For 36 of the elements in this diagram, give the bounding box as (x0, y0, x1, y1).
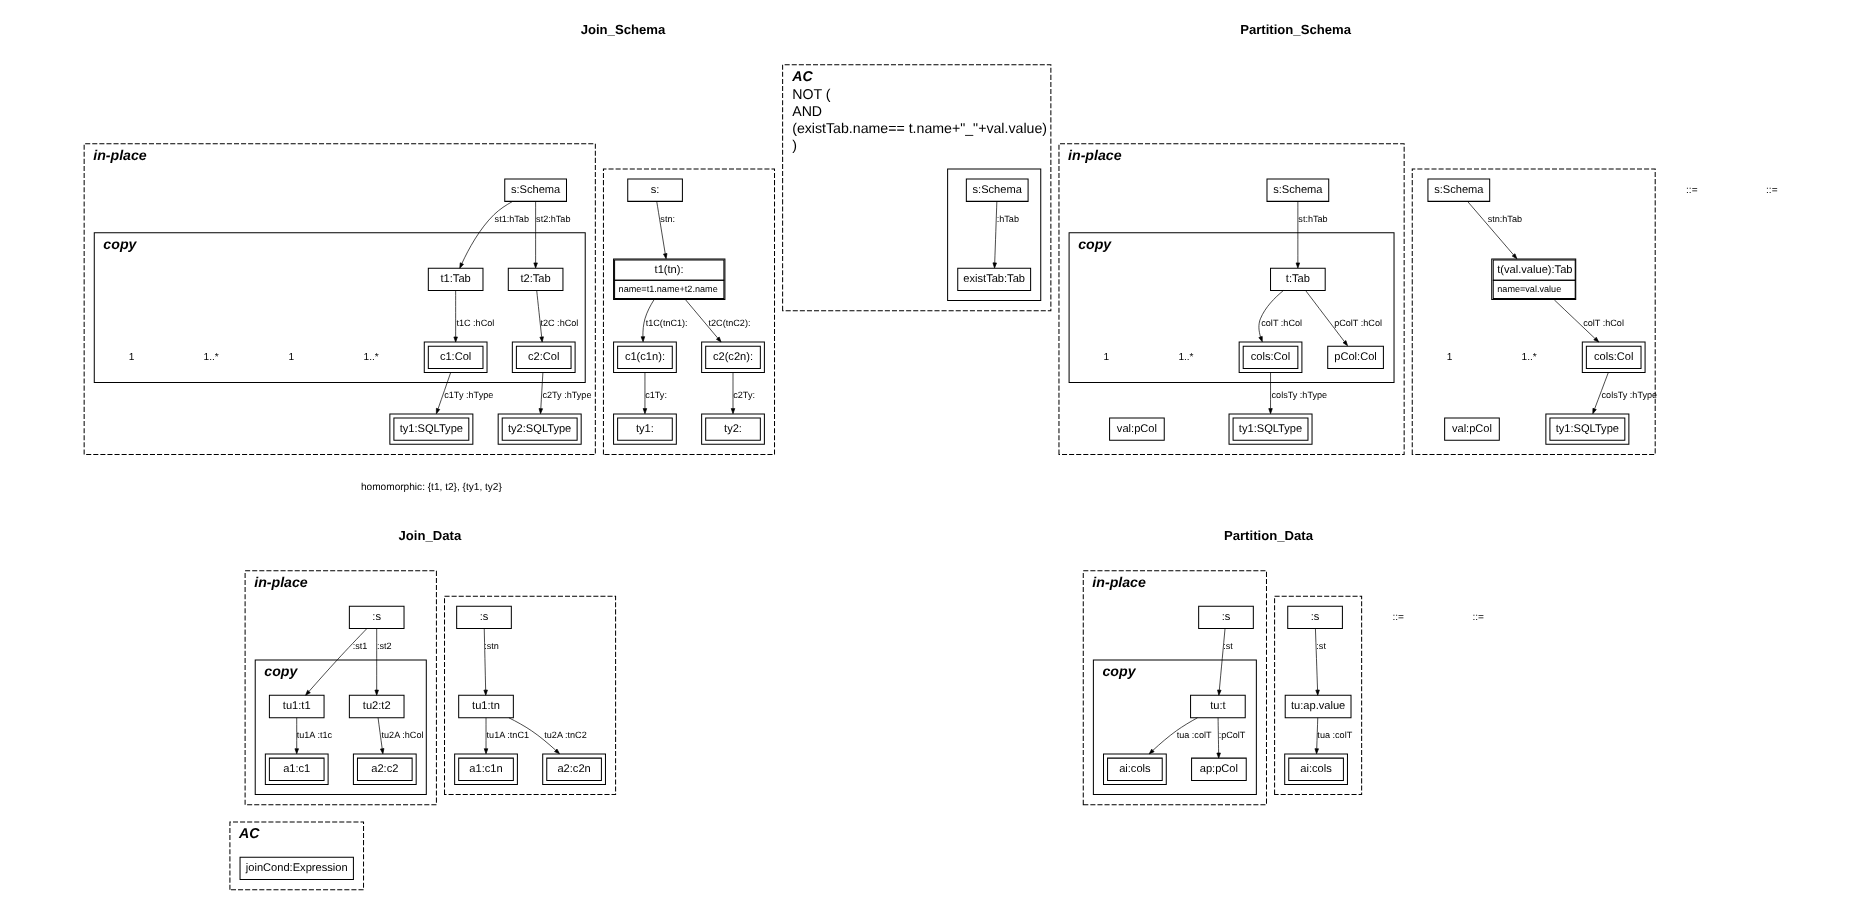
cluster (947, 168, 1042, 302)
arrow (1216, 717, 1221, 759)
arrow (374, 628, 379, 696)
arrow (459, 201, 513, 269)
arrow (1217, 628, 1226, 696)
arrow (1295, 201, 1300, 269)
arrow (992, 201, 998, 269)
arrow (1258, 290, 1284, 343)
arrow (436, 372, 451, 415)
arrow (483, 717, 489, 755)
arrow (1268, 372, 1273, 415)
arrow (533, 201, 538, 269)
arrow (536, 290, 544, 343)
arrow (640, 299, 655, 343)
arrow (656, 201, 668, 260)
cluster (1274, 595, 1363, 796)
arrow (1553, 299, 1600, 343)
arrow (642, 372, 648, 415)
arrow (538, 372, 544, 415)
arrow (685, 299, 722, 343)
arrow (453, 290, 458, 343)
arrow (1305, 290, 1348, 347)
arrow (730, 372, 736, 415)
arrow (294, 717, 299, 755)
arrow (1592, 372, 1609, 415)
arrow (483, 628, 488, 696)
arrow (305, 628, 368, 696)
arrow (377, 717, 385, 755)
cluster (444, 595, 617, 796)
arrow (508, 717, 560, 755)
cluster (602, 168, 776, 455)
arrow (1148, 717, 1198, 755)
arrow (1467, 201, 1518, 260)
arrow (1314, 717, 1319, 755)
arrow (1315, 628, 1320, 696)
cluster (1411, 168, 1656, 455)
